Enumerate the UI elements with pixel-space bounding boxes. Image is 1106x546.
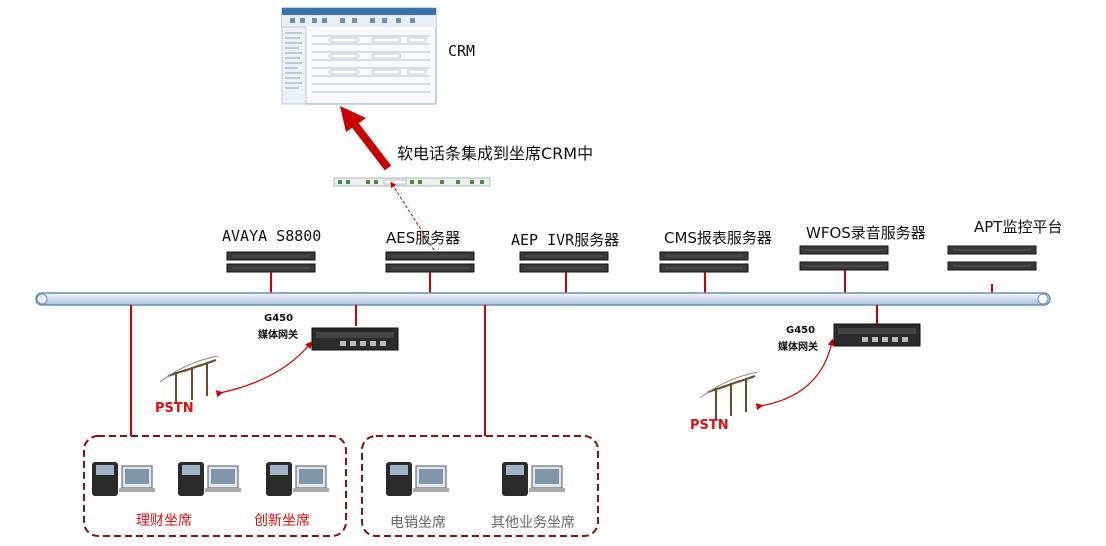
agent-label: 其他业务坐席 (491, 515, 575, 531)
server-label-aes: AES服务器 (386, 229, 461, 247)
integration-arrow (340, 106, 392, 171)
crm-screenshot (281, 7, 437, 105)
gateway-name: 媒体网关 (778, 342, 818, 353)
server-label-aep: AEP IVR服务器 (511, 231, 620, 249)
agent-group-box (361, 435, 599, 537)
integration-note: 软电话条集成到坐席CRM中 (397, 144, 594, 163)
access-links (130, 305, 878, 436)
pstn-label: PSTN (155, 401, 194, 416)
server-label-wfos: WFOS录音服务器 (806, 224, 926, 242)
crm-label: CRM (448, 42, 476, 60)
server-label-apt: APT监控平台 (974, 218, 1063, 236)
backbone-bus (35, 292, 1051, 306)
gateway-name: 媒体网关 (258, 330, 298, 341)
server-label-cms: CMS报表服务器 (664, 229, 772, 247)
server-drops (270, 270, 993, 303)
pstn-pole-icon (159, 355, 219, 404)
gateway-devices (311, 323, 921, 351)
aes-toolbar-link (390, 181, 435, 251)
server-label-avaya: AVAYA S8800 (222, 227, 322, 245)
agent-label: 理财坐席 (136, 513, 192, 529)
pstn-label: PSTN (690, 418, 729, 433)
server-racks (226, 245, 1037, 273)
agent-group-box (83, 435, 347, 537)
gateway-model: G450 (264, 313, 294, 324)
gateway-model: G450 (786, 325, 816, 336)
pstn-pole-icon (699, 371, 759, 420)
agent-station-icons (92, 462, 565, 496)
agent-label: 电销坐席 (390, 515, 446, 531)
softphone-toolbar (333, 177, 491, 187)
pstn-gateway-links (215, 338, 835, 411)
agent-label: 创新坐席 (254, 513, 310, 529)
